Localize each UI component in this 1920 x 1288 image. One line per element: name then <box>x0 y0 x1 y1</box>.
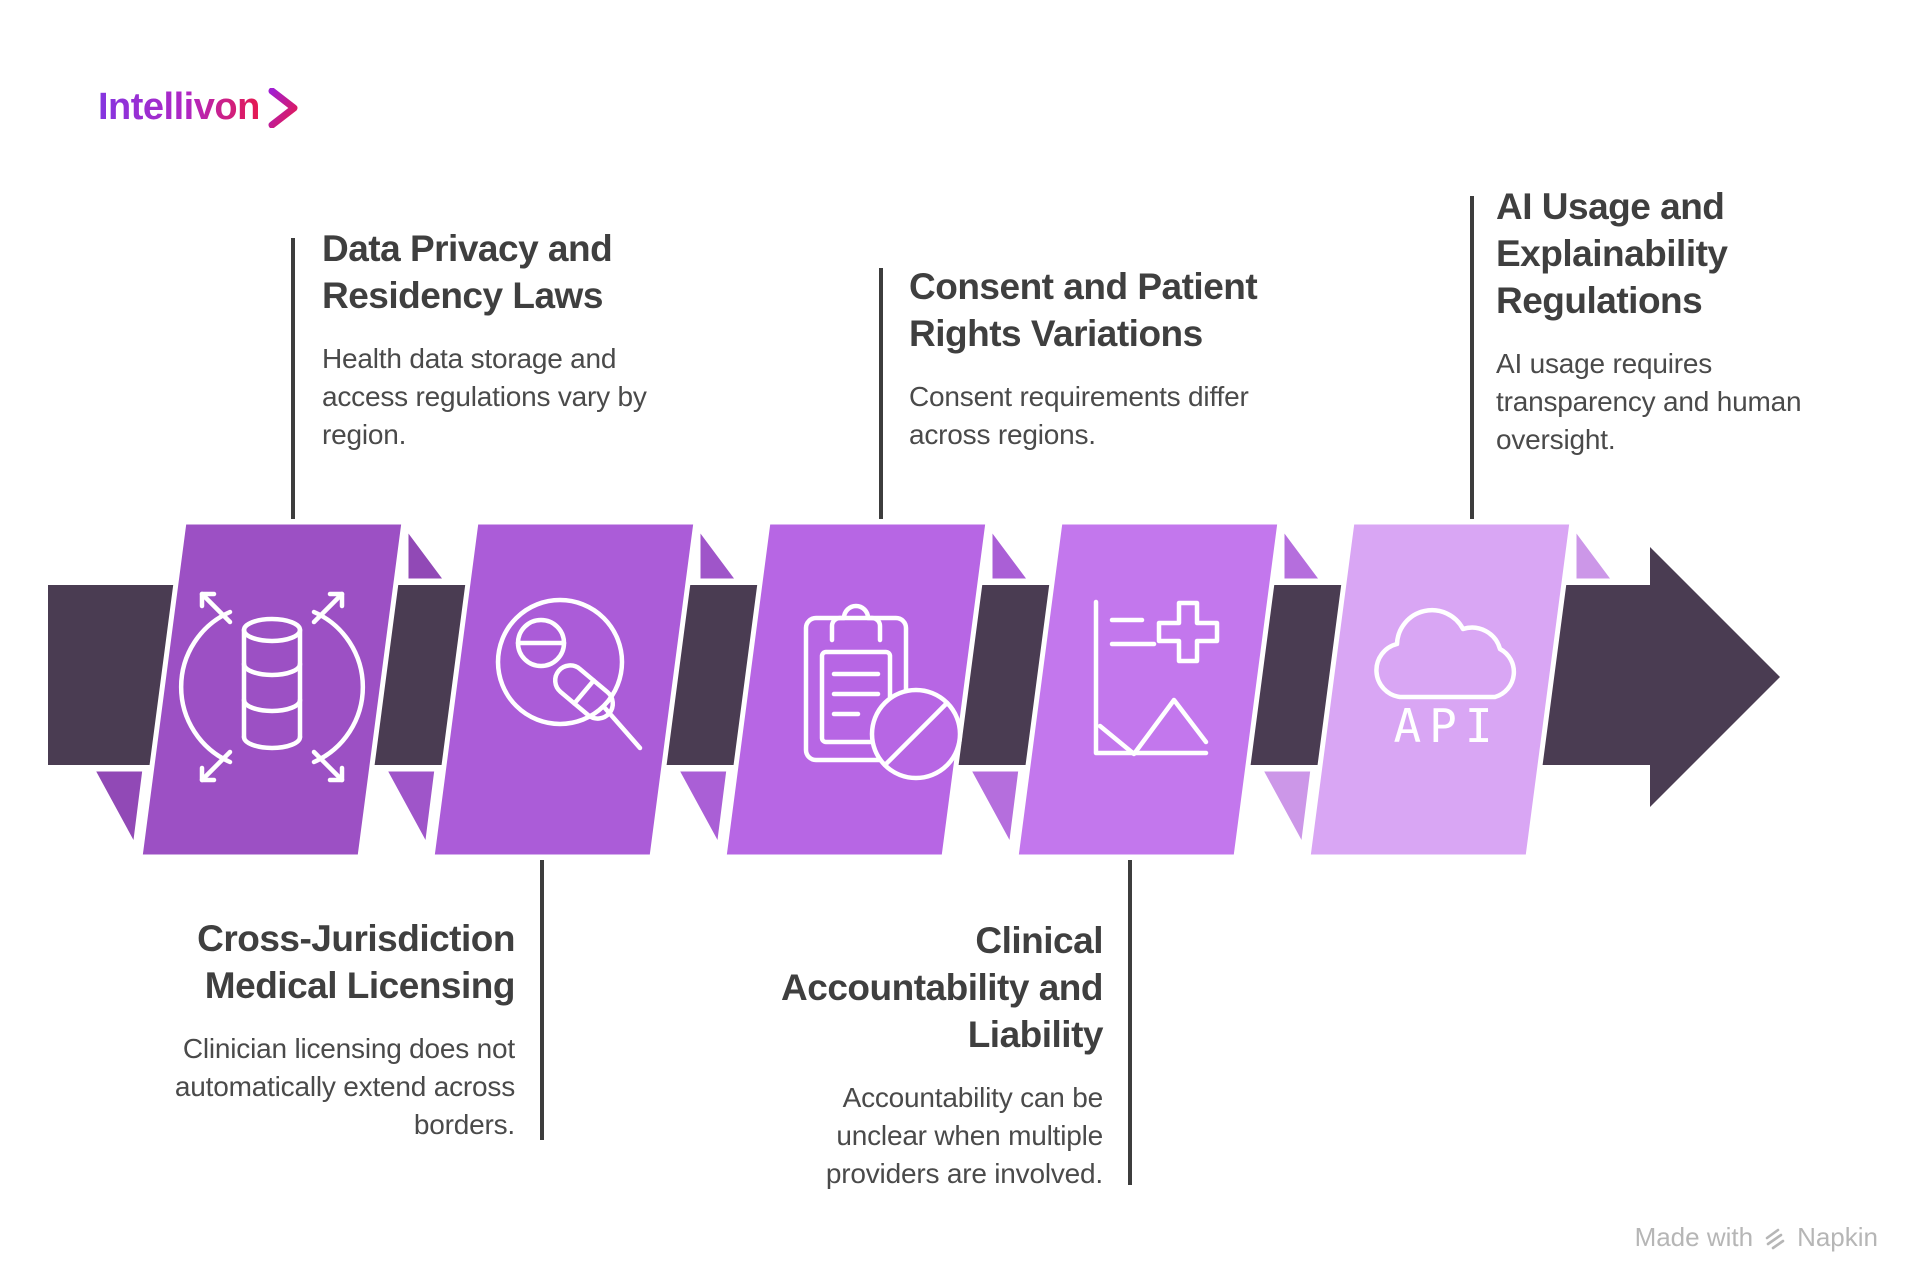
ribbon-1-fold-bottom <box>87 766 148 856</box>
chart-medical-cross-icon <box>1093 599 1220 757</box>
logo-chevron-icon <box>268 87 298 128</box>
ribbon-5: API <box>1255 518 1620 860</box>
ribbon-4-fold-top <box>1279 518 1328 584</box>
drug-search-magnifier-icon <box>495 597 643 751</box>
ribbon-3-fold-bottom <box>671 766 732 856</box>
cloud-api-icon: API <box>1374 607 1517 753</box>
ribbon-1-fold-top <box>403 518 452 584</box>
ribbon-4-face <box>1013 519 1283 860</box>
made-with-text: Made with <box>1634 1222 1754 1252</box>
step-1-title: Data Privacy and Residency Laws <box>322 228 613 316</box>
ribbon-4-fold-bottom <box>963 766 1024 856</box>
ribbon-2-fold-bottom <box>379 766 440 856</box>
logo: Intellivon <box>98 86 298 129</box>
step-2-label: Cross-Jurisdiction Medical Licensing Cli… <box>115 915 516 1144</box>
made-with-napkin-badge: Made with Napkin <box>1635 1222 1878 1253</box>
ribbon-2-fold-top <box>695 518 744 584</box>
ribbon-3 <box>671 518 1036 860</box>
api-label: API <box>1393 699 1500 753</box>
step-2-description: Clinician licensing does not automatical… <box>174 1033 515 1140</box>
ribbon-5-fold-bottom <box>1255 766 1316 856</box>
ribbon-4 <box>963 518 1328 860</box>
logo-text: Intellivon <box>98 86 260 128</box>
napkin-brand-text: Napkin <box>1797 1222 1878 1252</box>
step-3-label: Consent and Patient Rights Variations Co… <box>909 263 1309 454</box>
napkin-logo-icon <box>1765 1228 1785 1249</box>
clipboard-prohibition-icon <box>803 603 963 781</box>
data-distribution-icon <box>178 591 366 783</box>
ribbon-5-fold-top <box>1571 518 1620 584</box>
step-1-label: Data Privacy and Residency Laws Health d… <box>322 225 702 454</box>
step-4-description: Accountability can be unclear when multi… <box>825 1082 1103 1189</box>
ribbon-5-face <box>1305 519 1575 860</box>
step-4-label: Clinical Accountability and Liability Ac… <box>723 917 1103 1193</box>
step-2-title: Cross-Jurisdiction Medical Licensing <box>197 918 515 1006</box>
ribbon-3-face <box>721 519 991 860</box>
ribbon-2 <box>379 518 744 860</box>
step-3-description: Consent requirements differ across regio… <box>909 381 1249 450</box>
ribbon-2-face <box>429 519 699 860</box>
step-1-description: Health data storage and access regulatio… <box>322 343 647 450</box>
step-5-label: AI Usage and Explainability Regulations … <box>1496 183 1876 459</box>
step-4-title: Clinical Accountability and Liability <box>781 920 1103 1055</box>
ribbon-3-fold-top <box>987 518 1036 584</box>
step-5-title: AI Usage and Explainability Regulations <box>1496 186 1728 321</box>
step-5-description: AI usage requires transparency and human… <box>1496 348 1802 455</box>
step-3-title: Consent and Patient Rights Variations <box>909 266 1258 354</box>
ribbon-1 <box>87 518 452 860</box>
